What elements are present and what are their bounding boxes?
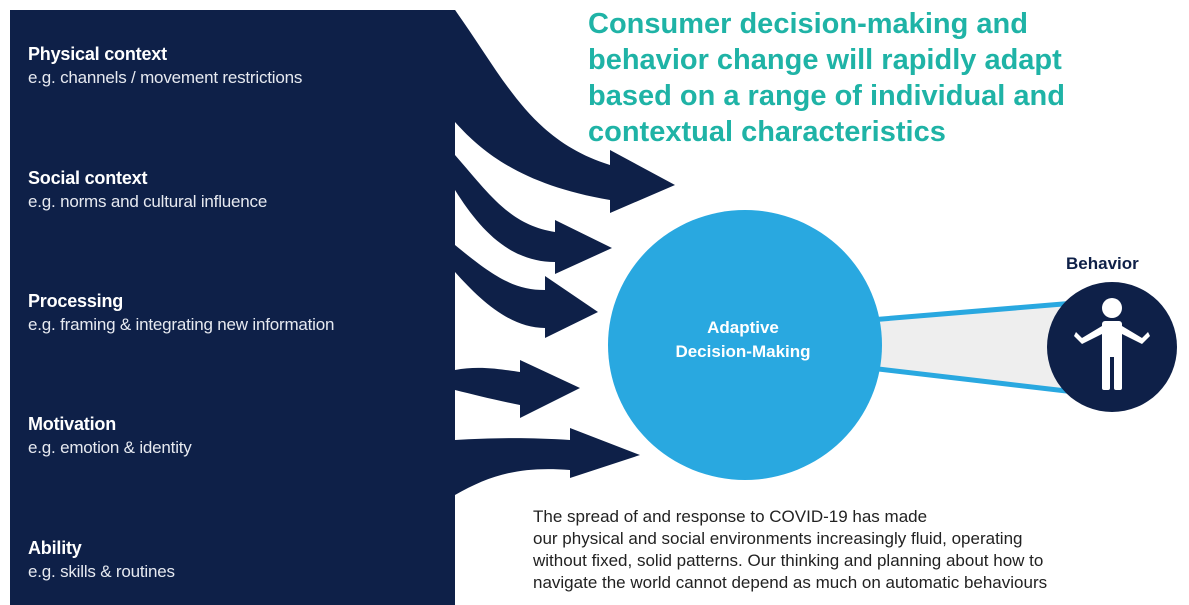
body-text: The spread of and response to COVID-19 h… bbox=[533, 507, 1048, 592]
factor-example: e.g. framing & integrating new informati… bbox=[28, 315, 335, 334]
factor-title: Ability bbox=[28, 538, 82, 558]
beam-bottom-edge bbox=[869, 365, 1076, 395]
arrow-processing bbox=[455, 245, 598, 338]
behavior-label: Behavior bbox=[1066, 254, 1139, 273]
factor-title: Physical context bbox=[28, 44, 167, 64]
person-shrug-icon bbox=[1074, 298, 1150, 390]
arrow-physical-context bbox=[455, 10, 675, 213]
arrow-motivation bbox=[455, 360, 580, 418]
center-label: Adaptive Decision-Making bbox=[675, 318, 811, 361]
factor-social-context: Social context e.g. norms and cultural i… bbox=[28, 166, 267, 214]
factors-panel bbox=[10, 10, 548, 605]
factor-processing: Processing e.g. framing & integrating ne… bbox=[28, 289, 334, 337]
factor-title: Motivation bbox=[28, 414, 116, 434]
factor-example: e.g. skills & routines bbox=[28, 562, 175, 581]
factor-title: Social context bbox=[28, 168, 148, 188]
beam-top-edge bbox=[869, 300, 1076, 323]
headline: Consumer decision-making and behavior ch… bbox=[588, 8, 1065, 148]
behavior-beam bbox=[870, 303, 1075, 392]
arrow-ability bbox=[455, 428, 640, 495]
factor-example: e.g. norms and cultural influence bbox=[28, 192, 268, 211]
factor-physical-context: Physical context e.g. channels / movemen… bbox=[28, 42, 302, 90]
factor-motivation: Motivation e.g. emotion & identity bbox=[28, 412, 192, 460]
factor-title: Processing bbox=[28, 291, 124, 311]
adaptive-decision-circle bbox=[608, 210, 882, 480]
arrow-social-context bbox=[455, 155, 612, 274]
factor-example: e.g. emotion & identity bbox=[28, 438, 192, 457]
factor-ability: Ability e.g. skills & routines bbox=[28, 536, 175, 584]
factor-example: e.g. channels / movement restrictions bbox=[28, 68, 303, 87]
